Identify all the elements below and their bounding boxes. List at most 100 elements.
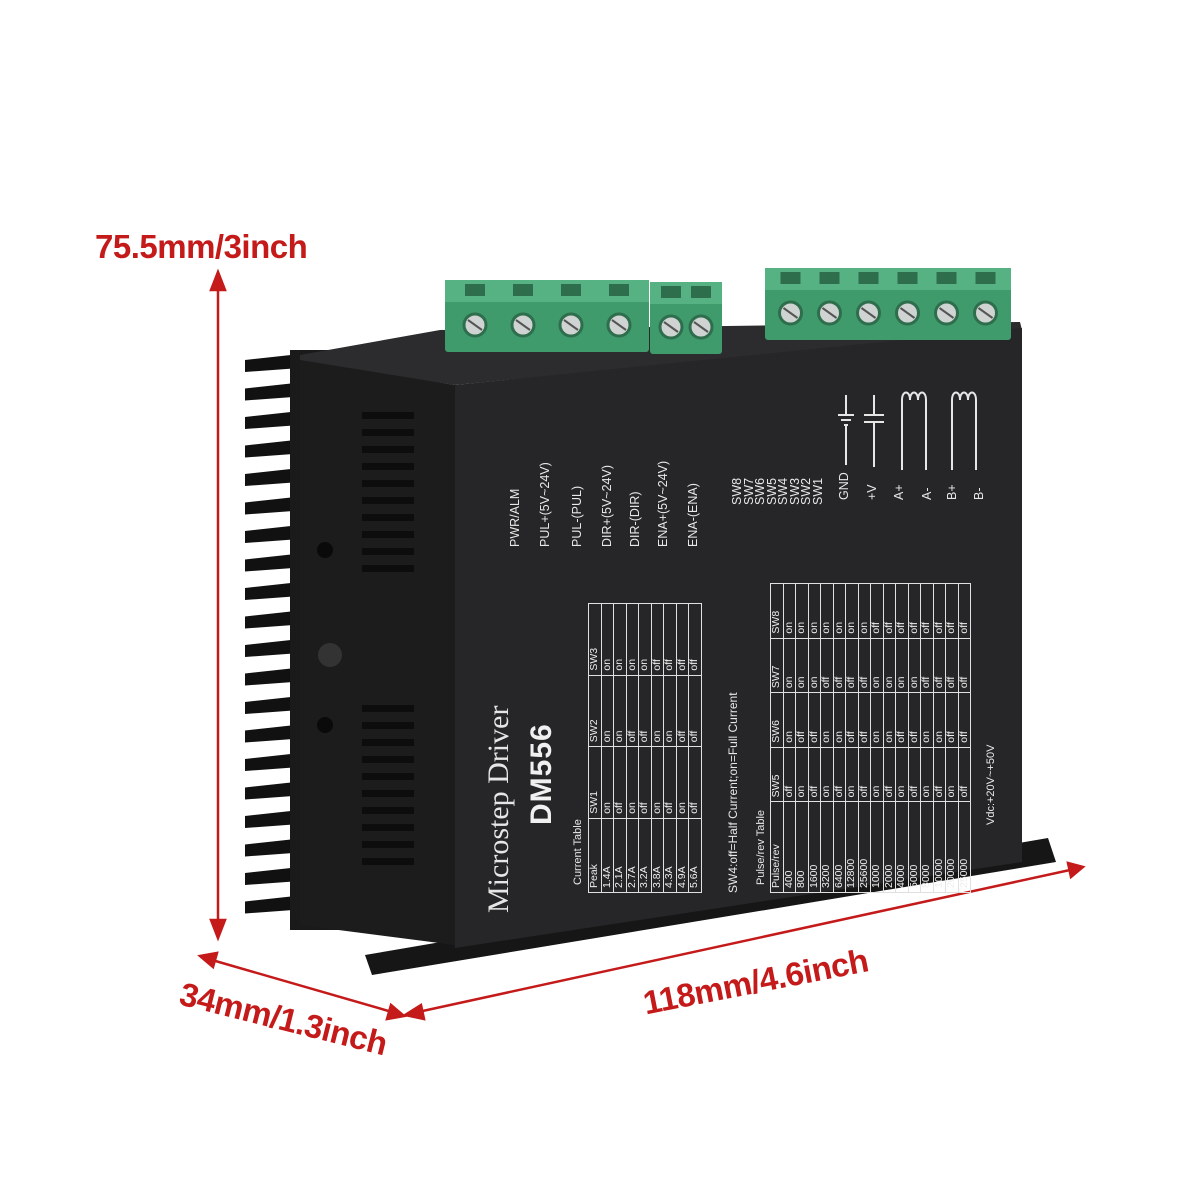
table-cell: off: [920, 583, 933, 639]
screw-slot: [860, 307, 877, 319]
heatsink-fin: [245, 468, 300, 486]
capacitor-symbol: [864, 395, 884, 467]
table-cell: off: [958, 747, 971, 802]
table-cell: on: [920, 747, 933, 802]
table-cell: on: [613, 675, 626, 747]
table-cell: off: [613, 746, 626, 819]
wire-slot: [691, 286, 711, 298]
table-cell: off: [908, 583, 921, 639]
vent-slot: [362, 514, 414, 521]
table-cell: 3200: [820, 801, 833, 893]
table-cell: on: [820, 692, 833, 748]
table-cell: off: [783, 747, 796, 802]
product-title: Microstep Driver: [482, 705, 515, 913]
table-cell: on: [908, 638, 921, 693]
table-cell: off: [638, 746, 651, 819]
table-cell: off: [845, 638, 858, 693]
signal-label: PWR/ALM: [508, 488, 522, 547]
table-cell: on: [601, 746, 614, 819]
wire-slot: [819, 272, 840, 284]
table-cell: 3.2A: [638, 818, 651, 893]
heatsink-fin: [245, 382, 300, 401]
table-cell: off: [833, 747, 846, 802]
table-cell: off: [858, 747, 871, 802]
terminal-block-top: [765, 268, 1011, 290]
table-cell: on: [808, 638, 821, 693]
screw-slot: [821, 307, 838, 319]
vent-slot: [362, 565, 414, 572]
heatsink-fin: [245, 582, 300, 600]
table-cell: off: [945, 638, 958, 693]
vent-slot: [362, 497, 414, 504]
table-cell: off: [933, 638, 946, 693]
table-cell: on: [883, 692, 896, 748]
wire-slot: [661, 286, 681, 298]
table-cell: off: [883, 583, 896, 639]
vent-slot: [362, 548, 414, 555]
table-cell: off: [883, 747, 896, 802]
vent-slot: [362, 824, 414, 831]
heatsink-fin: [245, 696, 300, 714]
table-cell: off: [688, 746, 701, 819]
table-cell: on: [845, 747, 858, 802]
heatsink-fin: [245, 496, 300, 515]
table-cell: 3.8A: [651, 818, 664, 893]
pulse-table-note: Vdc:+20V~+50V: [985, 744, 997, 825]
vent-slot: [362, 705, 414, 712]
dimension-arrows: [197, 268, 1086, 1021]
heatsink-fin: [245, 724, 300, 743]
table-cell: off: [688, 603, 701, 676]
signal-label: ENA-(ENA): [686, 483, 700, 547]
table-cell: on: [883, 638, 896, 693]
wire-slot: [858, 272, 879, 284]
table-cell: on: [601, 675, 614, 747]
heatsink-fin: [245, 411, 300, 429]
pulse-table-title: Pulse/rev Table: [755, 809, 767, 885]
table-cell: 5000: [908, 801, 921, 893]
table-cell: on: [795, 638, 808, 693]
wire-slot: [513, 284, 533, 296]
screw-slot: [611, 319, 627, 331]
table-cell: 25000: [958, 801, 971, 893]
coil-a-symbol: [901, 391, 927, 470]
table-cell: SW6: [770, 692, 783, 748]
wire-slot: [465, 284, 485, 296]
table-cell: off: [676, 603, 689, 676]
front-panel-print: Microstep Driver DM556 Current Table Pea…: [480, 385, 1020, 925]
table-cell: on: [870, 747, 883, 802]
screw-slot: [563, 319, 579, 331]
vent-slot: [362, 807, 414, 814]
wire-slot: [975, 272, 996, 284]
heatsink-fin: [245, 781, 300, 800]
table-cell: 1600: [808, 801, 821, 893]
wire-slot: [780, 272, 801, 284]
heatsink-fin: [245, 667, 300, 686]
table-cell: 12800: [845, 801, 858, 893]
table-cell: 20000: [945, 801, 958, 893]
table-cell: off: [845, 692, 858, 748]
signal-label: DIR+(5V~24V): [600, 465, 614, 547]
power-label: GND: [837, 472, 851, 500]
table-cell: on: [833, 583, 846, 639]
wire-slot: [561, 284, 581, 296]
heatsink-fin: [245, 810, 300, 828]
table-cell: 2000: [883, 801, 896, 893]
side-face: [300, 360, 455, 945]
product-model: DM556: [525, 723, 558, 825]
table-cell: on: [920, 692, 933, 748]
table-cell: off: [920, 638, 933, 693]
heatsink-fin: [245, 838, 300, 857]
front-panel: [455, 328, 1022, 948]
power-label: A+: [892, 484, 906, 500]
